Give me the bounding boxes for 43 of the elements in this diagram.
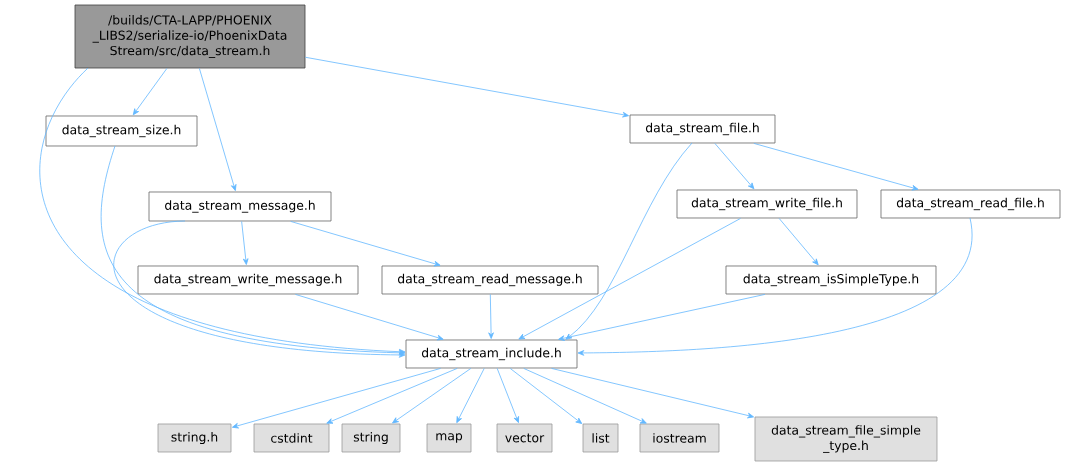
arrow <box>199 68 237 191</box>
arrow <box>551 368 754 419</box>
header-file-box: data_stream_read_message.h <box>381 265 599 295</box>
arrow <box>523 368 647 424</box>
system-header-box: iostream <box>639 423 720 453</box>
header-file-box: data_stream_message.h <box>148 191 332 222</box>
arrow <box>778 218 819 266</box>
header-file-box: data_stream_write_file.h <box>676 189 858 219</box>
arrow <box>714 143 755 190</box>
system-header-box: string.h <box>157 423 232 453</box>
system-header-box: string <box>341 423 401 453</box>
arrow <box>456 368 485 424</box>
arrow <box>518 218 741 340</box>
system-header-box: list <box>582 423 619 453</box>
arrow <box>577 217 972 356</box>
arrow <box>392 368 472 424</box>
arrow <box>558 294 766 341</box>
header-file-box: data_stream_isSimpleType.h <box>725 265 937 295</box>
system-header-box: vector <box>496 423 553 453</box>
arrow <box>565 142 693 340</box>
arrow <box>295 294 444 341</box>
header-file-box: data_stream_include.h <box>405 339 578 369</box>
header-file-box: data_stream_file.h <box>629 114 776 144</box>
arrow <box>39 67 406 355</box>
arrow <box>290 221 441 267</box>
arrow <box>326 368 458 424</box>
arrow <box>496 368 519 423</box>
arrow <box>132 68 168 116</box>
arrow <box>100 145 406 356</box>
header-file-box: data_stream_size.h <box>45 115 198 147</box>
arrow <box>753 143 919 191</box>
header-file-box: data_stream_read_file.h <box>880 189 1061 219</box>
arrow <box>232 368 442 429</box>
arrow <box>305 56 629 118</box>
arrow <box>241 221 249 265</box>
system-header-box: cstdint <box>253 423 330 453</box>
arrow <box>488 294 494 339</box>
arrow <box>509 368 583 424</box>
arrow <box>113 220 406 358</box>
main-header-box: /builds/CTA-LAPP/PHOENIX _LIBS2/serialize-io/PhoenixData Stream/src/data_stream.h <box>74 4 306 69</box>
system-header-box: data_stream_file_simple _type.h <box>754 416 938 462</box>
header-file-box: data_stream_write_message.h <box>137 265 359 295</box>
system-header-box: map <box>426 423 472 453</box>
